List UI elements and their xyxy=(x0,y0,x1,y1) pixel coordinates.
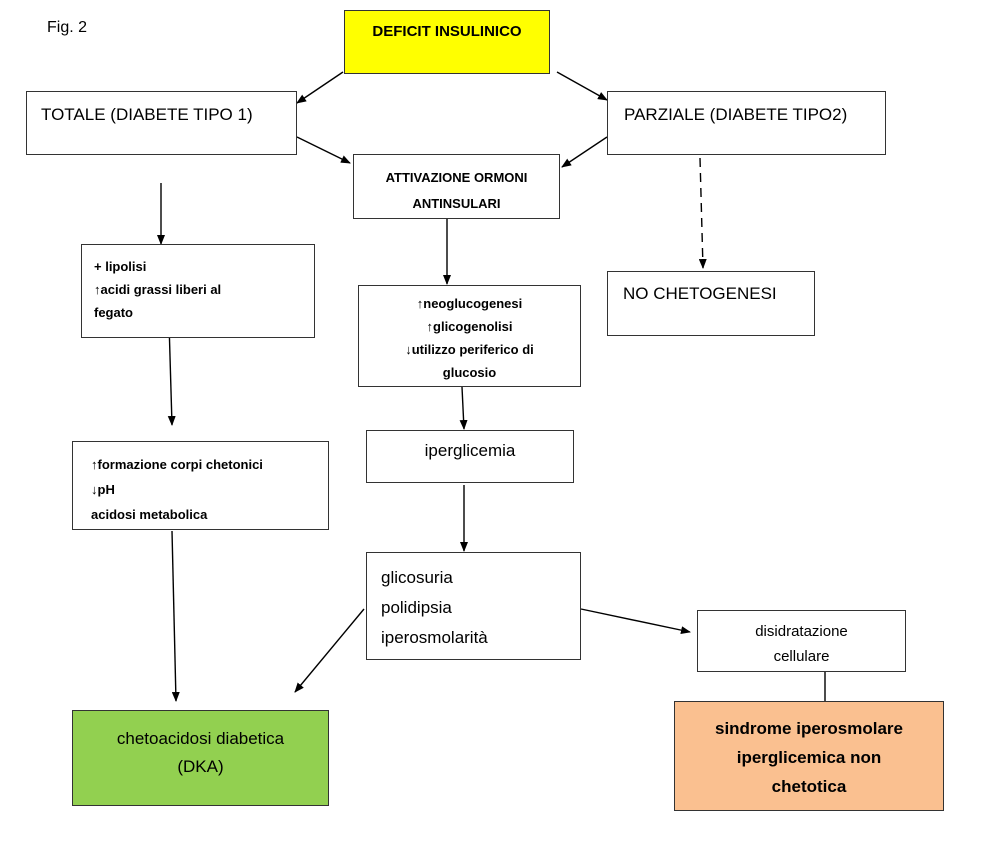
node-text-line: ↑formazione corpi chetonici xyxy=(91,457,263,472)
figure-label: Fig. 2 xyxy=(47,19,88,36)
node-iperglicemia: iperglicemia xyxy=(366,430,574,483)
node-text-line: ↑acidi grassi liberi al xyxy=(94,282,222,297)
node-text-line: ↓utilizzo periferico di xyxy=(405,342,534,357)
node-text-line: + lipolisi xyxy=(94,259,147,274)
node-totale: TOTALE (DIABETE TIPO 1) xyxy=(26,91,297,155)
node-text-line: iperglicemica non xyxy=(736,748,882,767)
node-text-line: ↓pH xyxy=(91,482,115,497)
arrow-lipolisi-to-chetonici xyxy=(167,321,176,426)
arrow-parziale-to-attivazione xyxy=(561,136,608,168)
node-text-line: glicosuria xyxy=(381,568,453,587)
node-text-line: acidosi metabolica xyxy=(91,507,208,522)
node-dka: chetoacidosi diabetica (DKA) xyxy=(72,710,329,806)
node-text-line: TOTALE (DIABETE TIPO 1) xyxy=(41,105,253,124)
node-text-line: ATTIVAZIONE ORMONI xyxy=(385,170,528,185)
arrow-chetonici-to-dka xyxy=(171,530,180,702)
arrow-deficit-to-parziale xyxy=(556,71,608,101)
arrow-neoglucogenesi-to-iperglicemia xyxy=(459,386,468,430)
node-text-line: PARZIALE (DIABETE TIPO2) xyxy=(624,105,848,124)
node-text-line: sindrome iperosmolare xyxy=(714,719,903,738)
node-chetonici: ↑formazione corpi chetonici ↓pH acidosi me… xyxy=(72,441,329,530)
arrow-totale-to-attivazione xyxy=(296,136,351,164)
node-text-line: (DKA) xyxy=(177,757,224,776)
node-neoglucogenesi: ↑neoglucogenesi ↑glicogenolisi ↓utilizzo p… xyxy=(358,285,581,387)
node-sindrome: sindrome iperosmolare iperglicemica non ch… xyxy=(674,701,944,811)
node-glicosuria: glicosuria polidipsia iperosmolarità xyxy=(366,552,581,660)
node-text-line: ↑glicogenolisi xyxy=(426,319,513,334)
node-disidratazione: disidratazione cellulare xyxy=(697,610,906,672)
node-text-line: polidipsia xyxy=(381,598,452,617)
node-text-line: chetotica xyxy=(771,777,847,796)
node-no-chetogenesi: NO CHETOGENESI xyxy=(607,271,815,336)
node-text-line: ANTINSULARI xyxy=(412,196,501,211)
node-text-line: disidratazione xyxy=(755,623,848,640)
node-text-line: DEFICIT INSULINICO xyxy=(372,23,522,40)
node-lipolisi: + lipolisi ↑acidi grassi liberi al fegato xyxy=(81,244,315,338)
node-text-line: ↑neoglucogenesi xyxy=(416,296,523,311)
node-text-line: glucosio xyxy=(442,365,497,380)
arrow-deficit-to-totale xyxy=(296,71,344,104)
node-parziale: PARZIALE (DIABETE TIPO2) xyxy=(607,91,886,155)
node-text-line: iperglicemia xyxy=(424,441,516,460)
arrow-parziale-to-no_chetogenesi xyxy=(698,157,707,269)
node-text-line: fegato xyxy=(94,305,133,320)
node-text-line: iperosmolarità xyxy=(381,628,488,647)
node-text-line: cellulare xyxy=(773,648,830,665)
node-text-line: NO CHETOGENESI xyxy=(623,284,777,303)
node-attivazione: ATTIVAZIONE ORMONI ANTINSULARI xyxy=(353,154,560,219)
arrow-glicosuria-to-disidratazione xyxy=(580,608,691,635)
node-deficit: DEFICIT INSULINICO xyxy=(344,10,550,74)
arrow-glicosuria-to-dka xyxy=(294,608,365,693)
node-text-line: chetoacidosi diabetica xyxy=(116,729,285,748)
